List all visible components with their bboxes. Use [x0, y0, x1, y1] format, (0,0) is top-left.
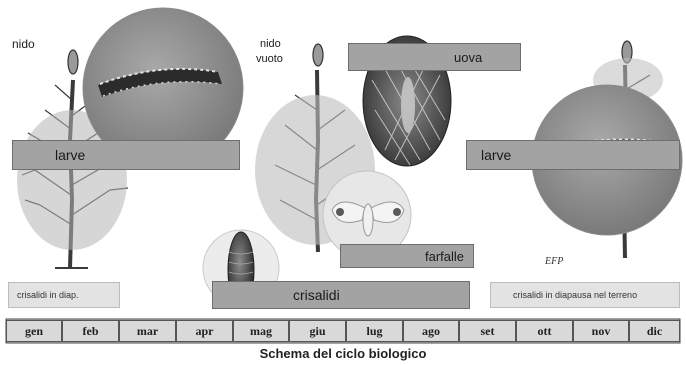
farfalle-bar: farfalle	[340, 244, 474, 268]
label-nido-vuoto-line1: nido	[260, 38, 281, 51]
uova-bar: uova	[348, 43, 521, 71]
month-cell: ago	[403, 320, 459, 342]
diapause-bar-right: crisalidi in diapausa nel terreno	[490, 282, 680, 308]
month-cell: lug	[346, 320, 403, 342]
label-nido: nido	[12, 38, 35, 51]
larve-label-right: larve	[481, 147, 511, 163]
month-cell: giu	[289, 320, 346, 342]
month-cell: feb	[62, 320, 119, 342]
larve-label-left: larve	[55, 147, 85, 163]
crisalidi-label: crisalidi	[293, 287, 340, 303]
farfalle-label: farfalle	[425, 249, 464, 264]
artist-signature: EFP	[545, 256, 563, 267]
month-cell: ott	[516, 320, 573, 342]
month-cell: mar	[119, 320, 176, 342]
month-cell: gen	[6, 320, 62, 342]
label-nido-vuoto-line2: vuoto	[256, 53, 283, 66]
month-cell: mag	[233, 320, 289, 342]
diapause-label-right: crisalidi in diapausa nel terreno	[513, 290, 637, 300]
larve-bar-left: larve	[12, 140, 240, 170]
crisalidi-bar: crisalidi	[212, 281, 470, 309]
diapause-label-left: crisalidi in diap.	[17, 290, 79, 300]
diapause-bar-left: crisalidi in diap.	[8, 282, 120, 308]
uova-label: uova	[454, 50, 482, 65]
month-cell: apr	[176, 320, 233, 342]
diagram-caption: Schema del ciclo biologico	[0, 346, 686, 361]
larve-bar-right: larve	[466, 140, 680, 170]
month-cell: dic	[629, 320, 680, 342]
month-cell: set	[459, 320, 516, 342]
month-cell: nov	[573, 320, 629, 342]
